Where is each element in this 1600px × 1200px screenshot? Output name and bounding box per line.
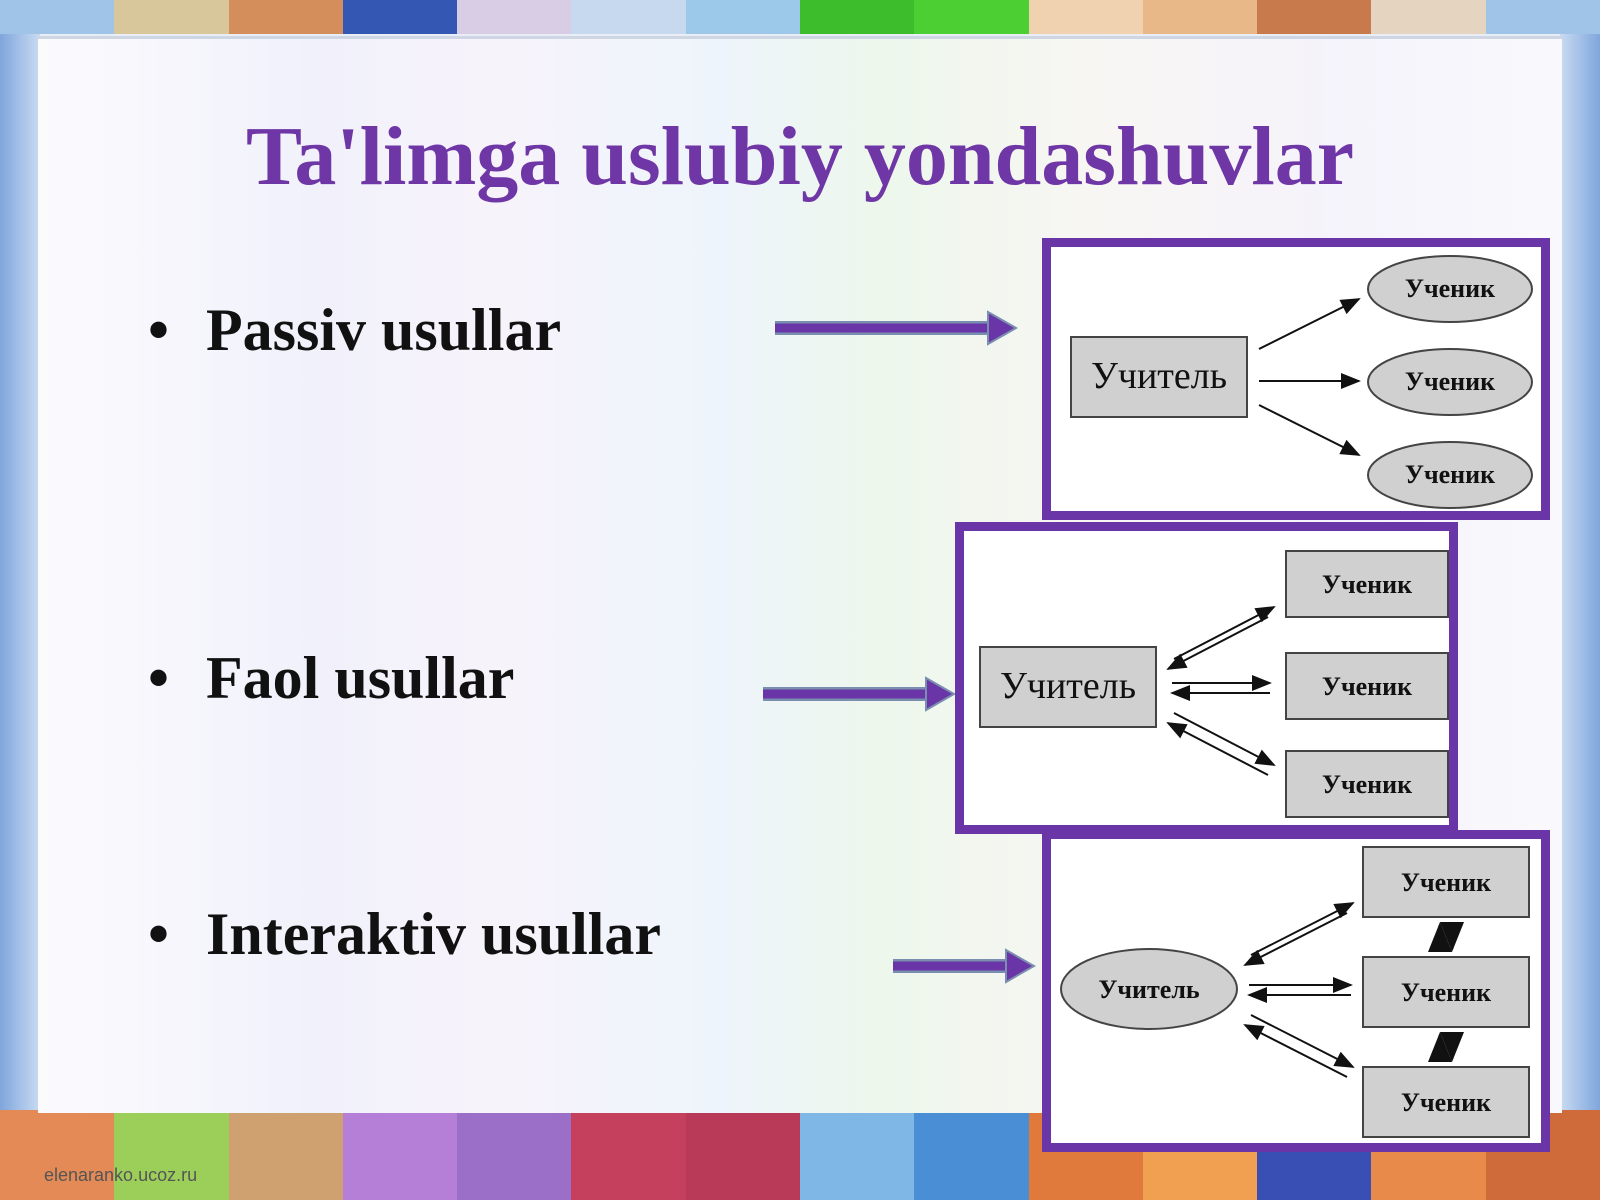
diagram-active: Учитель Ученик Ученик Ученик	[955, 522, 1458, 834]
source-credit: elenaranko.ucoz.ru	[44, 1165, 198, 1185]
student-node	[1285, 550, 1449, 618]
student-label: Ученик	[1401, 1088, 1491, 1117]
teacher-node	[1060, 948, 1238, 1030]
student-node	[1367, 348, 1533, 416]
student-node	[1367, 255, 1533, 323]
arrow-right-icon	[763, 676, 957, 712]
top-color-stripe	[0, 0, 1600, 34]
diagram-passive: Учитель Ученик Ученик Ученик	[1042, 238, 1550, 520]
student-node	[1367, 441, 1533, 509]
teacher-label: Учитель	[1098, 975, 1200, 1004]
bullet-text-passive: Passiv usullar	[206, 297, 562, 363]
student-node	[1362, 956, 1530, 1028]
student-label: Ученик	[1401, 868, 1491, 897]
arrow-right-icon	[775, 310, 1019, 346]
left-frame-edge	[0, 34, 40, 1110]
student-label: Ученик	[1405, 460, 1495, 489]
teacher-node	[979, 646, 1157, 728]
teacher-label: Учитель	[1000, 665, 1136, 707]
student-node	[1362, 1066, 1530, 1138]
bullet-dot: •	[148, 297, 170, 363]
student-label: Ученик	[1405, 274, 1495, 303]
diagram-interactive: Учитель Ученик Ученик Ученик	[1042, 830, 1550, 1152]
student-label: Ученик	[1401, 978, 1491, 1007]
bullet-active: • Faol usullar	[148, 644, 514, 713]
teacher-node	[1070, 336, 1248, 418]
bullet-dot: •	[148, 901, 170, 967]
student-label: Ученик	[1322, 770, 1412, 799]
student-label: Ученик	[1405, 367, 1495, 396]
bullet-text-interactive: Interaktiv usullar	[206, 901, 662, 967]
student-label: Ученик	[1322, 570, 1412, 599]
student-node	[1285, 750, 1449, 818]
right-frame-edge	[1560, 34, 1600, 1110]
bullet-passive: • Passiv usullar	[148, 296, 561, 365]
student-node	[1285, 652, 1449, 720]
bottom-color-stripe	[0, 1110, 1600, 1200]
student-label: Ученик	[1322, 672, 1412, 701]
student-node	[1362, 846, 1530, 918]
bullet-dot: •	[148, 645, 170, 711]
arrow-right-icon	[893, 948, 1037, 984]
slide-title: Ta'limga uslubiy yondashuvlar	[246, 110, 1354, 203]
bullet-text-active: Faol usullar	[206, 645, 515, 711]
teacher-label: Учитель	[1091, 355, 1227, 397]
bullet-interactive: • Interaktiv usullar	[148, 900, 661, 969]
